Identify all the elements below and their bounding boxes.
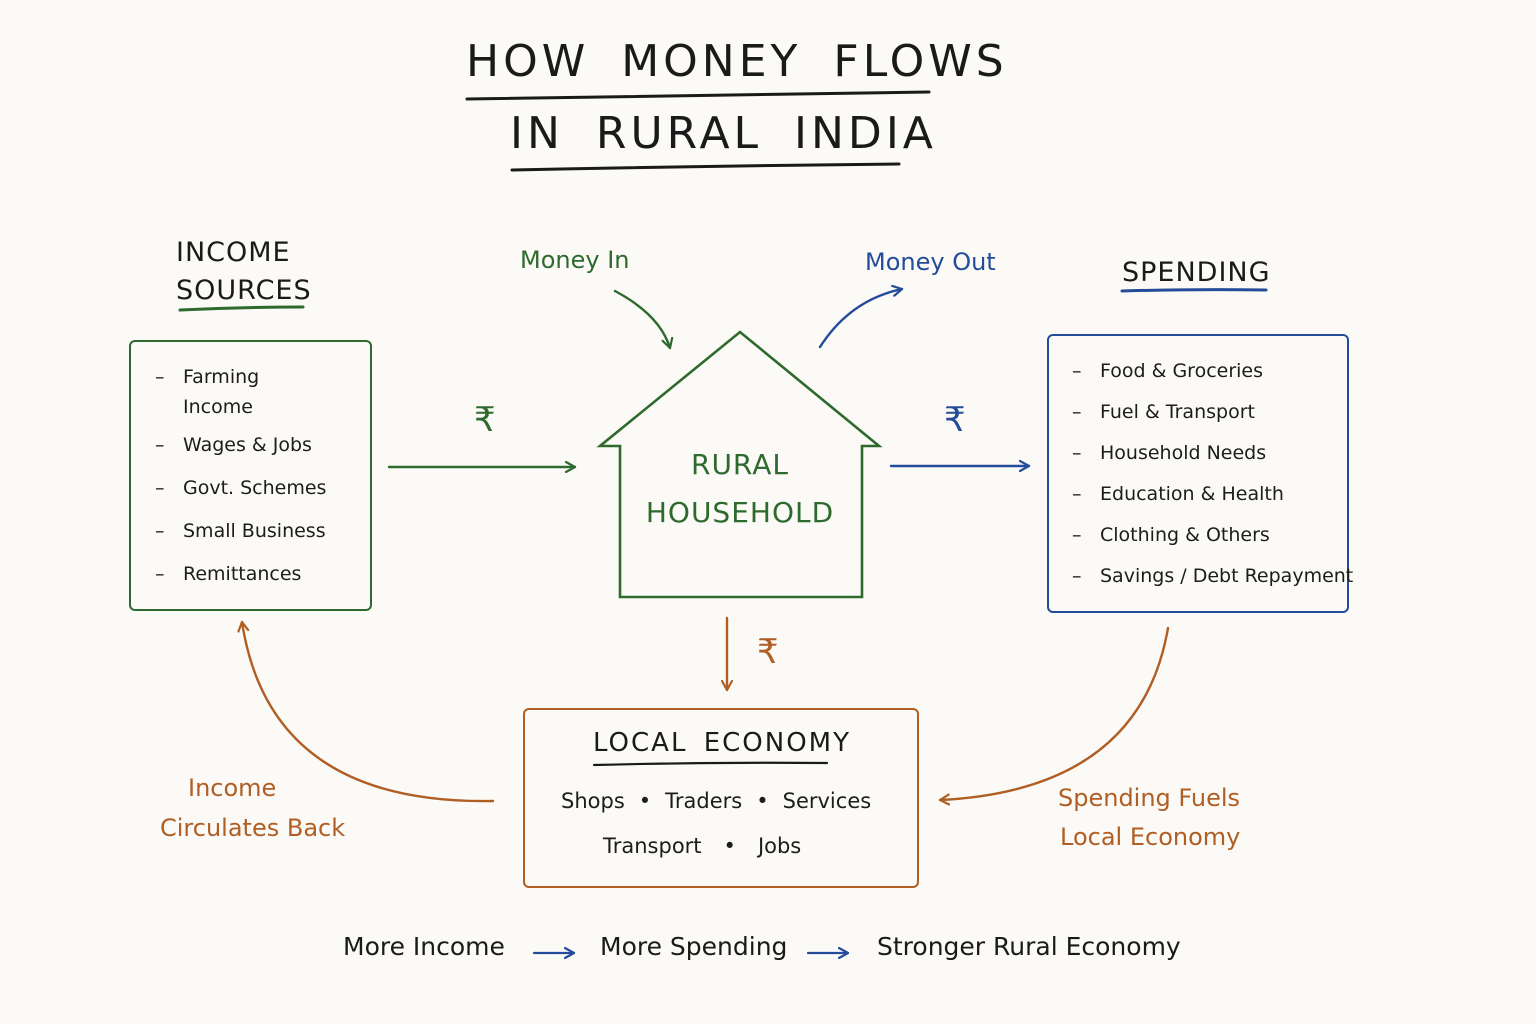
arrow-local-to-income — [242, 620, 495, 803]
income-sources-box — [129, 340, 372, 611]
list-item: Fuel & Transport — [1072, 399, 1353, 425]
rupee-icon-spending: ₹ — [944, 400, 966, 440]
local-item-traders: Traders — [665, 789, 743, 813]
title-underline-2 — [510, 162, 901, 172]
rupee-icon-income: ₹ — [474, 400, 496, 440]
local-economy-row-2: Transport • Jobs — [603, 834, 801, 858]
chain-step-1: More Income — [343, 932, 505, 961]
income-heading: INCOME SOURCES — [176, 234, 312, 310]
separator-dot: • — [638, 789, 652, 813]
local-economy-heading: LOCAL ECONOMY — [593, 728, 851, 758]
separator-dot: • — [723, 834, 736, 858]
spending-heading-underline — [1120, 288, 1268, 293]
list-item: Wages & Jobs — [155, 432, 365, 458]
list-item: Farming Income — [155, 362, 303, 422]
list-item: Small Business — [155, 518, 365, 544]
separator-dot: • — [756, 789, 769, 813]
local-item-services: Services — [782, 789, 872, 813]
rupee-icon-local: ₹ — [757, 632, 779, 672]
money-out-label: Money Out — [865, 248, 996, 276]
list-item: Savings / Debt Repayment — [1072, 563, 1353, 589]
local-economy-row-1: Shops • Traders • Services — [561, 789, 871, 813]
spending-fuels-label-line1: Spending Fuels — [1058, 784, 1241, 812]
list-item: Education & Health — [1072, 481, 1353, 507]
income-heading-line2: SOURCES — [176, 275, 312, 306]
household-label-line2: HOUSEHOLD — [645, 496, 835, 529]
list-item: Govt. Schemes — [155, 475, 365, 501]
list-item: Clothing & Others — [1072, 522, 1353, 548]
list-item: Household Needs — [1072, 440, 1353, 466]
list-item: Food & Groceries — [1072, 358, 1353, 384]
spending-heading: SPENDING — [1122, 257, 1271, 288]
spending-box — [1047, 334, 1349, 613]
title-line-1: HOW MONEY FLOWS — [466, 36, 1008, 87]
income-heading-underline — [178, 305, 305, 312]
local-item-shops: Shops — [561, 789, 625, 813]
local-item-transport: Transport — [603, 834, 702, 858]
house-outline — [596, 330, 883, 599]
chain-step-2: More Spending — [600, 932, 788, 961]
income-circulates-label-line2: Circulates Back — [160, 814, 346, 842]
arrow-spending-to-local — [938, 626, 1170, 800]
local-item-jobs: Jobs — [757, 834, 802, 858]
chain-step-3: Stronger Rural Economy — [877, 932, 1181, 961]
spending-list: Food & Groceries Fuel & Transport Househ… — [1072, 358, 1353, 604]
household-label-line1: RURAL — [690, 448, 790, 481]
spending-fuels-label-line2: Local Economy — [1060, 823, 1241, 851]
title-underline-1 — [465, 90, 931, 101]
income-heading-line1: INCOME — [176, 237, 291, 268]
local-economy-box — [523, 708, 919, 888]
arrow-money-in — [613, 289, 670, 350]
list-item: Remittances — [155, 561, 365, 587]
arrow-money-out — [818, 289, 904, 349]
title-line-2: IN RURAL INDIA — [510, 108, 937, 159]
income-sources-list: Farming Income Wages & Jobs Govt. Scheme… — [155, 362, 365, 604]
income-circulates-label-line1: Income — [188, 774, 277, 802]
local-heading-underline — [592, 761, 829, 767]
money-in-label: Money In — [520, 246, 630, 274]
